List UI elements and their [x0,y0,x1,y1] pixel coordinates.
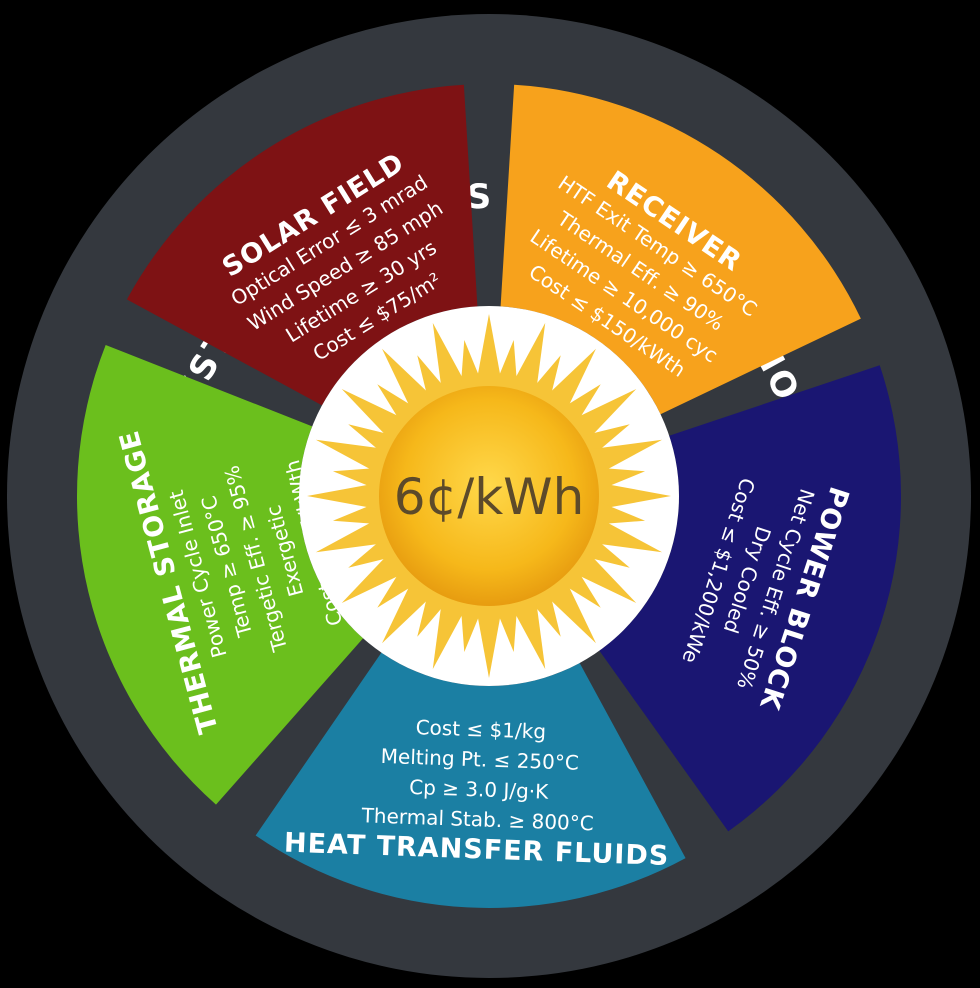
sun-ray [377,565,420,608]
sun-ray [558,565,601,608]
sun-ray [569,389,637,443]
sun-ray [581,424,630,457]
sun-ray [558,384,601,427]
sun-ray [569,549,637,603]
sun-ray [377,384,420,427]
sun-ray [494,339,518,390]
sun-ray [382,576,436,644]
sun-ray [528,588,561,637]
sun-ray [432,322,469,397]
sun-icon [379,386,599,606]
sun-ray [332,467,383,491]
sun-ray [341,549,409,603]
sun-ray [595,467,646,491]
sun-ray [417,355,450,404]
sun-ray [341,389,409,443]
sun-ray [382,348,436,416]
segment-receiver-wedge [500,84,861,415]
sun-ray [581,535,630,568]
sun-ray [542,576,596,644]
sun-ray [417,588,450,637]
sun-ray [475,314,503,387]
sun-ray [348,535,397,568]
sun-ray [460,602,484,653]
segment-heat-transfer-fluids-wedge [255,652,686,908]
sun-ray [432,595,469,670]
center-cost-label: 6¢/kWh [394,468,585,526]
sun-ray [542,348,596,416]
segment-heat-transfer-fluids-line: Cp ≥ 3.0 J/g·K [409,775,550,804]
sun-ray [528,355,561,404]
sun-rays [307,314,671,678]
sun-ray [588,516,663,553]
sun-ray [595,501,646,525]
sun-ray [598,482,671,510]
segment-solar-field-wedge [126,84,478,406]
segment-heat-transfer-fluids-line: Cost ≤ $1/kg [415,715,546,744]
sun-ray [307,482,380,510]
sun-ray [475,605,503,678]
sun-ray [509,322,546,397]
sun-ray [348,424,397,457]
sun-ray [315,439,390,476]
sun-ray [509,595,546,670]
sun-ray [588,439,663,476]
segment-power-block-wedge [599,365,902,832]
segment-thermal-storage-wedge [76,345,364,805]
sun-ray [315,516,390,553]
